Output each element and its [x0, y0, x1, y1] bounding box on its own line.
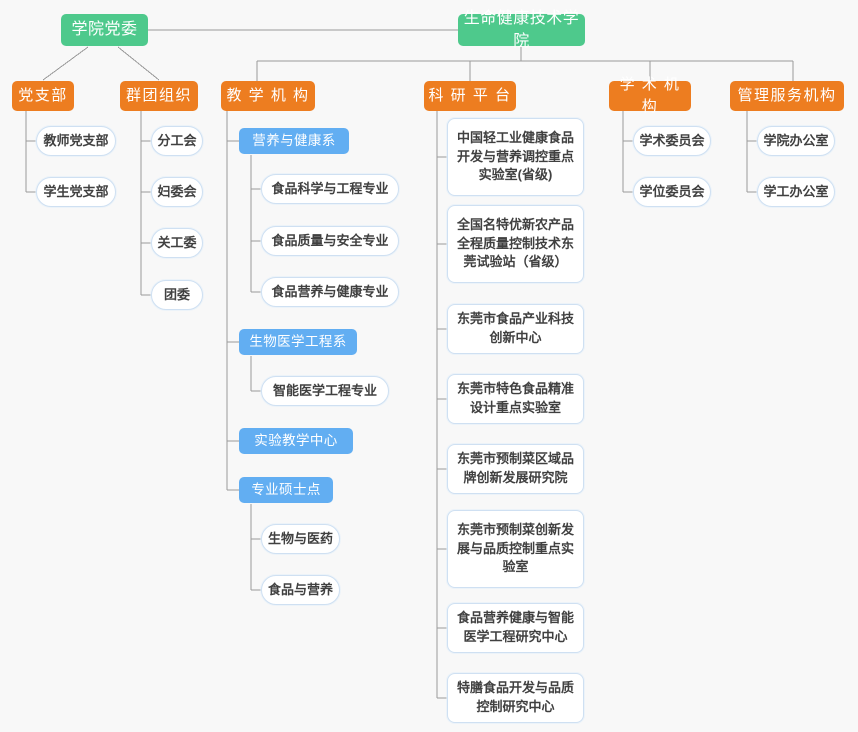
- list-item-youth-league[interactable]: 团委: [151, 280, 203, 310]
- list-item-intelligent-medical-engineering[interactable]: 智能医学工程专业: [261, 376, 389, 406]
- category-mass-organization[interactable]: 群团组织: [120, 81, 198, 111]
- category-party-branch[interactable]: 党支部: [12, 81, 74, 111]
- list-item-student-affairs-office[interactable]: 学工办公室: [757, 177, 835, 207]
- list-item-care-committee[interactable]: 关工委: [151, 228, 203, 258]
- list-item-research-platform-1[interactable]: 中国轻工业健康食品 开发与营养调控重点 实验室(省级): [447, 118, 584, 196]
- list-item-food-nutrition[interactable]: 食品与营养: [261, 575, 340, 605]
- list-item-biology-medicine[interactable]: 生物与医药: [261, 524, 340, 554]
- list-item-academic-committee[interactable]: 学术委员会: [633, 126, 711, 156]
- list-item-food-science-engineering[interactable]: 食品科学与工程专业: [261, 174, 399, 204]
- root-college[interactable]: 生命健康技术学院: [458, 10, 585, 50]
- list-item-research-platform-4[interactable]: 东莞市特色食品精准 设计重点实验室: [447, 374, 584, 424]
- list-item-teacher-party-branch[interactable]: 教师党支部: [36, 126, 116, 156]
- list-item-college-office[interactable]: 学院办公室: [757, 126, 835, 156]
- list-item-student-party-branch[interactable]: 学生党支部: [36, 177, 116, 207]
- category-admin-service[interactable]: 管理服务机构: [730, 81, 844, 111]
- department-professional-masters[interactable]: 专业硕士点: [239, 477, 333, 503]
- department-biomedical-engineering[interactable]: 生物医学工程系: [239, 329, 357, 355]
- list-item-womens-committee[interactable]: 妇委会: [151, 177, 203, 207]
- list-item-labor-union[interactable]: 分工会: [151, 126, 203, 156]
- department-nutrition-health[interactable]: 营养与健康系: [239, 128, 349, 154]
- list-item-research-platform-7[interactable]: 食品营养健康与智能 医学工程研究中心: [447, 603, 584, 653]
- category-academic[interactable]: 学 术 机 构: [609, 76, 691, 115]
- list-item-research-platform-3[interactable]: 东莞市食品产业科技 创新中心: [447, 304, 584, 354]
- list-item-food-nutrition-health[interactable]: 食品营养与健康专业: [261, 277, 399, 307]
- list-item-research-platform-8[interactable]: 特膳食品开发与品质 控制研究中心: [447, 673, 584, 723]
- category-research[interactable]: 科 研 平 台: [424, 81, 516, 111]
- list-item-research-platform-5[interactable]: 东莞市预制菜区域品 牌创新发展研究院: [447, 444, 584, 494]
- department-experimental-teaching-center[interactable]: 实验教学中心: [239, 428, 353, 454]
- list-item-degree-committee[interactable]: 学位委员会: [633, 177, 711, 207]
- category-teaching[interactable]: 教 学 机 构: [221, 81, 315, 111]
- list-item-research-platform-2[interactable]: 全国名特优新农产品 全程质量控制技术东 莞试验站（省级）: [447, 205, 584, 283]
- list-item-research-platform-6[interactable]: 东莞市预制菜创新发 展与品质控制重点实 验室: [447, 510, 584, 588]
- root-party-committee[interactable]: 学院党委: [61, 14, 148, 46]
- list-item-food-quality-safety[interactable]: 食品质量与安全专业: [261, 226, 399, 256]
